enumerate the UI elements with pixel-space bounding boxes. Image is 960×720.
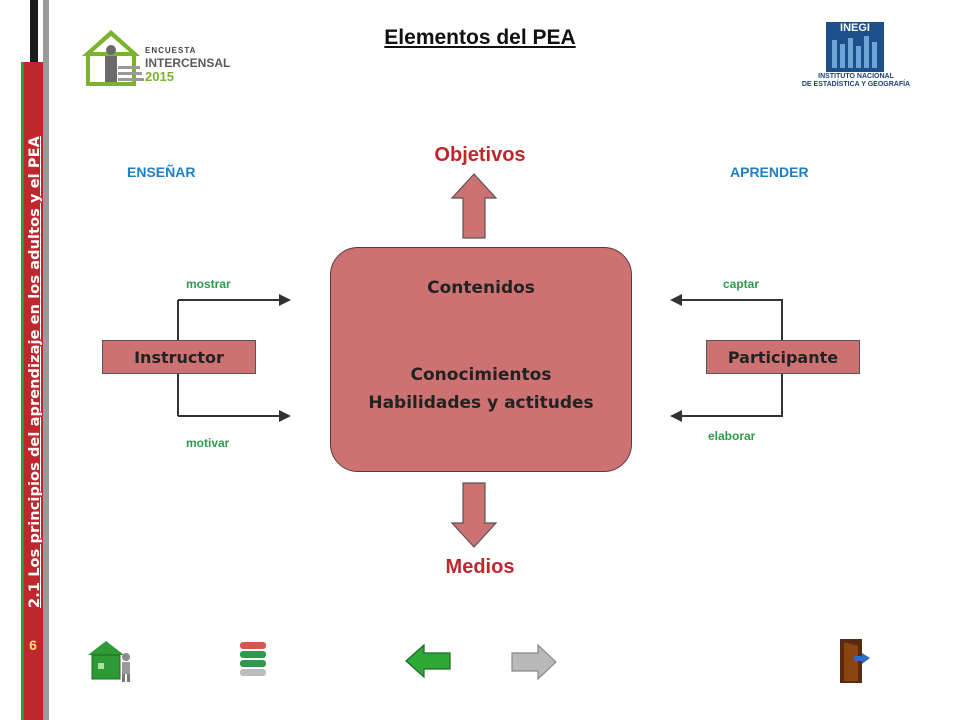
sidebar-gray-stripe bbox=[43, 0, 49, 720]
instructor-connector-top bbox=[177, 300, 179, 340]
page-number: 6 bbox=[29, 637, 37, 653]
home-icon[interactable] bbox=[86, 637, 136, 683]
menu-icon[interactable] bbox=[238, 640, 268, 680]
center-line-habilidades: Habilidades y actitudes bbox=[368, 393, 594, 413]
participante-connector-bottom bbox=[781, 374, 783, 416]
inegi-logo-name: INEGI bbox=[840, 22, 870, 34]
arrow-captar-icon bbox=[670, 294, 783, 306]
verb-elaborar: elaborar bbox=[708, 429, 756, 443]
encuesta-house-logo-icon bbox=[82, 30, 144, 86]
sidebar-title: 2.1 Los principios del aprendizaje en lo… bbox=[27, 136, 43, 608]
up-arrow-icon bbox=[450, 173, 498, 239]
participante-connector-top bbox=[781, 300, 783, 340]
arrow-elaborar-icon bbox=[670, 410, 783, 422]
arrow-mostrar-icon bbox=[178, 294, 291, 306]
label-medios: Medios bbox=[445, 556, 515, 578]
center-line-contenidos: Contenidos bbox=[427, 278, 535, 298]
verb-motivar: motivar bbox=[186, 436, 230, 450]
inegi-logo-line2: DE ESTADÍSTICA Y GEOGRAFÍA bbox=[801, 81, 911, 88]
participante-box: Participante bbox=[706, 340, 860, 374]
back-arrow-icon[interactable] bbox=[404, 643, 454, 679]
center-content-box bbox=[330, 247, 632, 472]
encuesta-logo-line2: INTERCENSAL bbox=[145, 56, 231, 70]
instructor-box: Instructor bbox=[102, 340, 256, 374]
inegi-logo-icon bbox=[826, 22, 884, 72]
down-arrow-icon bbox=[450, 482, 498, 548]
forward-arrow-icon[interactable] bbox=[508, 643, 558, 681]
center-line-conocimientos: Conocimientos bbox=[410, 365, 552, 385]
page-title: Elementos del PEA bbox=[384, 26, 576, 49]
inegi-logo-line1: INSTITUTO NACIONAL bbox=[818, 73, 894, 80]
heading-ensenar: ENSEÑAR bbox=[127, 164, 196, 180]
instructor-connector-bottom bbox=[177, 374, 179, 416]
label-objetivos: Objetivos bbox=[434, 144, 526, 166]
arrow-motivar-icon bbox=[178, 410, 291, 422]
verb-captar: captar bbox=[723, 277, 760, 291]
encuesta-logo-year: 2015 bbox=[145, 69, 174, 84]
exit-door-icon[interactable] bbox=[836, 637, 872, 687]
heading-aprender: APRENDER bbox=[730, 164, 809, 180]
encuesta-logo-line1: ENCUESTA bbox=[145, 46, 197, 55]
verb-mostrar: mostrar bbox=[186, 277, 231, 291]
